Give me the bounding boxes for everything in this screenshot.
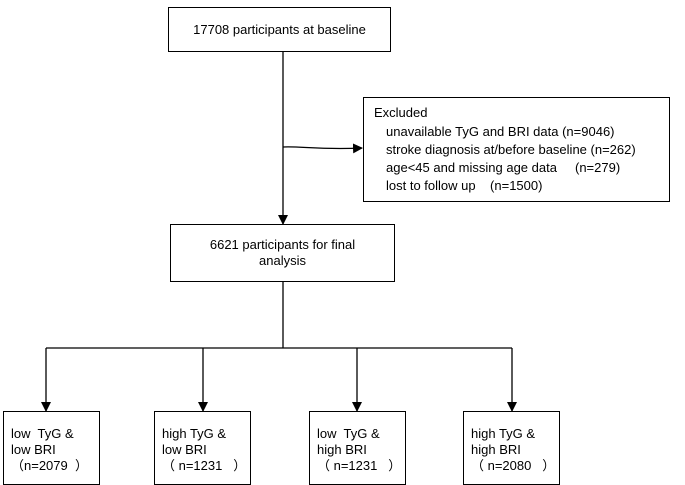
final-text-line-2: analysis bbox=[259, 253, 306, 268]
excluded-item-stroke: stroke diagnosis at/before baseline (n=2… bbox=[386, 142, 636, 157]
group-label-line-1: high TyG & bbox=[162, 426, 227, 441]
final-analysis-box: 6621 participants for final analysis bbox=[170, 224, 395, 282]
group-label-line-1: low TyG & bbox=[317, 426, 380, 441]
excluded-item-tyg-bri: unavailable TyG and BRI data (n=9046) bbox=[386, 124, 615, 139]
group-count: （ n=1231 ） bbox=[162, 458, 247, 473]
group-count: （ n=2080 ） bbox=[471, 458, 556, 473]
excluded-item-lost-follow-up: lost to follow up (n=1500) bbox=[386, 178, 543, 193]
group-label-line-2: high BRI bbox=[317, 442, 367, 457]
final-text-line-1: 6621 participants for final bbox=[209, 237, 356, 252]
baseline-participants-box: 17708 participants at baseline bbox=[168, 7, 391, 52]
exclusion-arrow bbox=[282, 143, 363, 154]
baseline-text: 17708 participants at baseline bbox=[193, 21, 366, 37]
excluded-box: Excluded unavailable TyG and BRI data (n… bbox=[363, 97, 670, 202]
group-box-high-tyg-high-bri: high TyG & high BRI （ n=2080 ） bbox=[463, 411, 560, 485]
group-label-line-2: low BRI bbox=[11, 442, 56, 457]
group-count: （n=2079 ） bbox=[11, 458, 88, 473]
group-box-low-tyg-high-bri: low TyG & high BRI （ n=1231 ） bbox=[309, 411, 406, 485]
excluded-title: Excluded bbox=[374, 105, 428, 120]
group-box-low-tyg-low-bri: low TyG & low BRI （n=2079 ） bbox=[3, 411, 100, 485]
group-label-line-1: low TyG & bbox=[11, 426, 74, 441]
group-label-line-2: high BRI bbox=[471, 442, 521, 457]
group-label-line-1: high TyG & bbox=[471, 426, 536, 441]
excluded-item-age: age<45 and missing age data (n=279) bbox=[386, 160, 621, 175]
group-label-line-2: low BRI bbox=[162, 442, 207, 457]
group-box-high-tyg-low-bri: high TyG & low BRI （ n=1231 ） bbox=[154, 411, 251, 485]
group-count: （ n=1231 ） bbox=[317, 458, 402, 473]
